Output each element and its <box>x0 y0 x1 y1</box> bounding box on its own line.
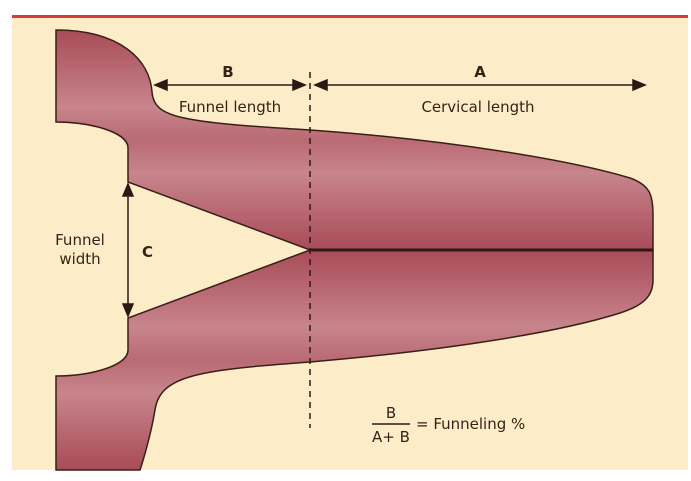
formula-numerator: B <box>386 404 396 422</box>
top-rule <box>12 15 688 18</box>
formula-denominator: A+ B <box>372 428 410 446</box>
label-funnel-width-line2: width <box>59 250 100 268</box>
label-funnel-width-line1: Funnel <box>55 231 105 249</box>
label-funnel-length: Funnel length <box>179 98 281 116</box>
formula-result: = Funneling % <box>416 415 525 433</box>
label-b: B <box>222 63 233 81</box>
label-cervical-length: Cervical length <box>421 98 534 116</box>
label-a: A <box>474 63 486 81</box>
label-c: C <box>142 243 153 261</box>
